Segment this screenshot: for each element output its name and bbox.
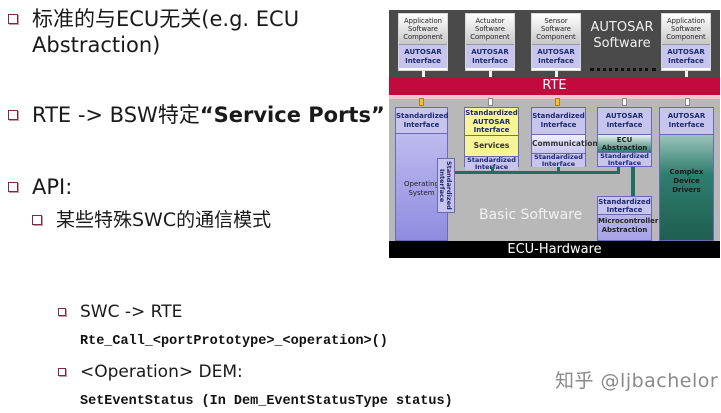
ecu-hardware-bar: ECU-Hardware [389,241,720,258]
connector-icon [555,71,558,77]
bullet-square-icon [58,308,66,316]
bullet-square-icon [32,215,42,225]
api-item-dem: <Operation> DEM: [58,362,243,382]
bus-connector [617,167,620,173]
bullet-square-icon [8,110,18,120]
service-ports-emphasis: Service Ports [213,103,371,127]
bsw-bus-line [455,171,620,174]
autosar-software-label: AUTOSAR Software [590,20,654,51]
connector-icon [685,71,688,77]
double-arrow-icon [488,98,493,106]
watermark: 知乎 @ljbachelor [555,370,719,392]
rte-underline [389,95,720,99]
bullet-square-icon [8,182,18,192]
autosar-architecture-diagram: Application Software Component AUTOSAR I… [389,10,720,258]
double-arrow-icon [622,98,627,106]
mcal-connector [631,167,635,196]
os-standardized-interface: Standardized Interface [437,158,455,213]
api-item-swc-rte: SWC -> RTE [58,302,182,322]
double-arrow-icon [685,98,690,106]
api-code-rte-call: Rte_Call_<portPrototype>_<operation>() [80,334,388,349]
basic-software-label: Basic Software [479,207,583,223]
more-components-dots [590,68,656,71]
bus-connector [557,167,560,173]
bullet-text: 标准的与ECU无关(e.g. ECU Abstraction) [32,7,300,57]
communication-block: Standardized Interface Communication Sta… [531,107,598,167]
connector-icon [422,71,425,77]
sub-bullet-communication-mode: 某些特殊SWC的通信模式 [32,208,271,232]
bullet-service-ports: RTE -> BSW特定“Service Ports” [8,102,385,128]
microcontroller-abstraction-block: Standardized Interface Microcontroller A… [597,196,658,241]
bus-connector [491,167,494,173]
swc-actuator: Actuator Software Component AUTOSAR Inte… [465,13,515,71]
swc-application-2: Application Software Component AUTOSAR I… [661,13,711,71]
bullet-square-icon [8,14,18,24]
bullet-api: API: [8,174,72,200]
swc-application-1: Application Software Component AUTOSAR I… [398,13,448,71]
connector-icon [489,71,492,77]
rte-bar: RTE [389,77,720,95]
bullet-ecu-independent: 标准的与ECU无关(e.g. ECU Abstraction) [8,6,299,58]
ecu-abstraction-block: AUTOSAR Interface ECU Abstraction Standa… [597,107,652,167]
complex-device-drivers-block: AUTOSAR Interface Complex Device Drivers [659,107,714,241]
api-code-set-event-status: SetEventStatus (In Dem_EventStatusType s… [80,394,453,409]
services-block: Standardized AUTOSAR Interface Services … [464,107,519,170]
bullet-square-icon [58,368,66,376]
swc-sensor: Sensor Software Component AUTOSAR Interf… [531,13,581,71]
double-arrow-icon [419,98,424,106]
double-arrow-icon [555,98,560,106]
